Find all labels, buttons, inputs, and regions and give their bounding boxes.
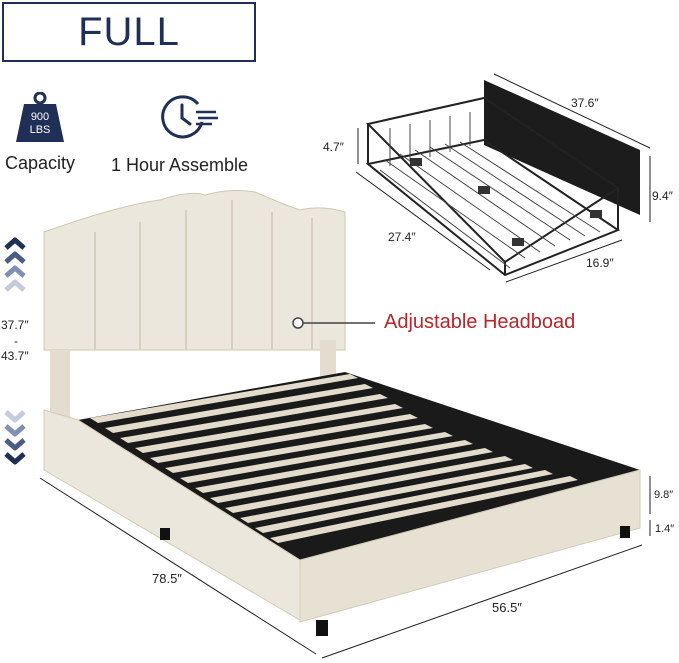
bed-width: 56.5″ bbox=[492, 600, 522, 615]
weight-icon: 900 LBS bbox=[14, 91, 66, 144]
clock-speed-icon bbox=[158, 92, 220, 144]
size-label: FULL bbox=[78, 9, 180, 54]
drawer-length: 37.6″ bbox=[571, 96, 599, 110]
bed-frame bbox=[78, 372, 640, 560]
bed-length: 78.5″ bbox=[152, 571, 182, 586]
arrow-up-icon bbox=[4, 237, 26, 292]
headboard-channels bbox=[94, 200, 313, 350]
drawer-wire-grid bbox=[379, 112, 601, 269]
drawer-illustration bbox=[355, 73, 651, 283]
headboard-callout: Adjustable Headboad bbox=[384, 311, 576, 333]
callout-dot bbox=[292, 317, 304, 329]
arrow-down-icon bbox=[4, 410, 26, 465]
weight-value: 900 bbox=[30, 111, 50, 123]
drawer-basket bbox=[365, 96, 621, 277]
size-label-box: FULL bbox=[2, 2, 256, 62]
drawer-width: 16.9″ bbox=[586, 256, 614, 270]
weight-unit: LBS bbox=[29, 124, 51, 136]
drawer-panel-height: 9.4″ bbox=[652, 189, 673, 203]
height-sep: - bbox=[14, 334, 18, 348]
bed-illustration bbox=[39, 190, 651, 659]
headboard bbox=[43, 190, 346, 351]
height-max: 43.7″ bbox=[1, 349, 29, 363]
drawer-height: 4.7″ bbox=[323, 140, 344, 154]
bed-slats bbox=[90, 374, 578, 543]
foot-rail bbox=[299, 469, 641, 623]
assembly-label: 1 Hour Assemble bbox=[111, 155, 249, 175]
drawer-front-panel bbox=[484, 80, 640, 215]
capacity-label: Capacity bbox=[5, 153, 76, 173]
height-min: 37.7″ bbox=[1, 318, 29, 332]
side-height: 9.8″ bbox=[654, 489, 674, 501]
leg-height: 1.4″ bbox=[655, 523, 675, 535]
drawer-depth: 27.4″ bbox=[388, 230, 416, 244]
